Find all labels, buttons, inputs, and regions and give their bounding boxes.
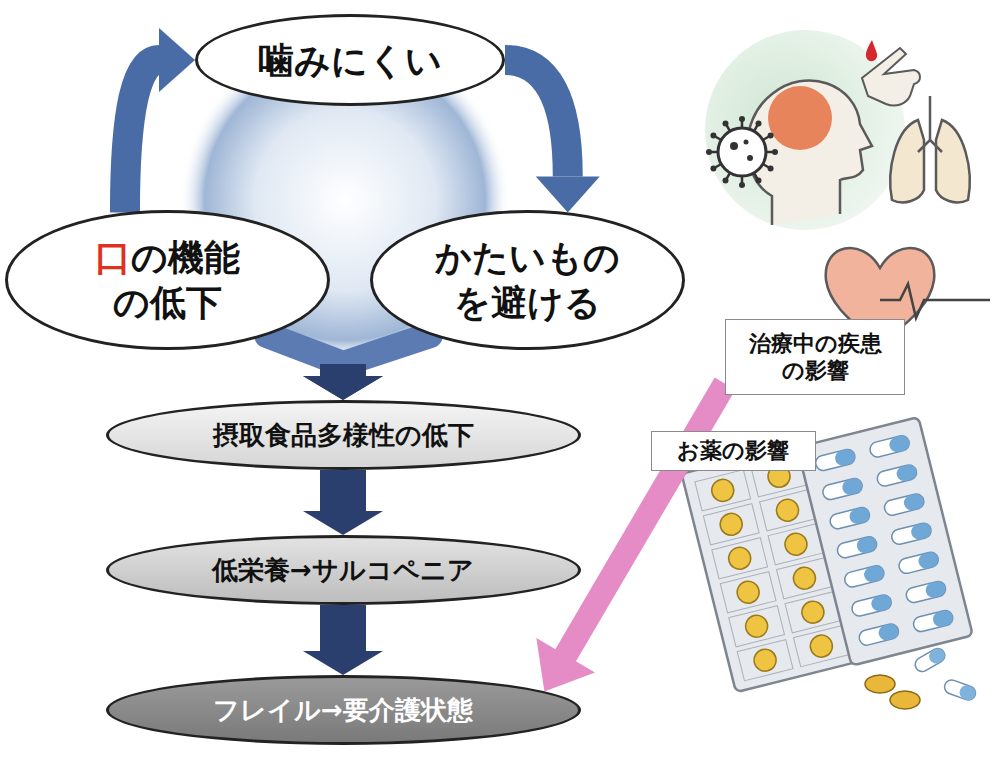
cycle-arrow xyxy=(505,60,600,212)
stage-ellipse: フレイル→要介護状態 xyxy=(106,675,581,745)
cycle-ellipse: 噛みにくい xyxy=(195,14,505,106)
loose-pills xyxy=(865,646,977,709)
cycle-arrow xyxy=(125,28,195,212)
cycle-ellipse: 口の機能 の低下 xyxy=(5,210,330,350)
node-text: 低栄養→サルコペニア xyxy=(212,554,474,587)
lungs-icon xyxy=(890,96,969,202)
stage-ellipse: 摂取食品多様性の低下 xyxy=(106,400,581,470)
virus-icon xyxy=(706,116,778,188)
blister-pack xyxy=(797,417,973,666)
node-text: 口の機能 の低下 xyxy=(95,235,240,325)
label-box: 治療中の疾患 の影響 xyxy=(725,319,905,395)
node-text: 治療中の疾患 の影響 xyxy=(749,330,882,385)
background-blob xyxy=(705,30,905,230)
node-text: お薬の影響 xyxy=(677,437,789,465)
flow-arrow xyxy=(303,470,383,535)
merge-arrow xyxy=(303,335,430,400)
cycle-ellipse: かたいもの を避ける xyxy=(370,210,685,350)
blood-drop xyxy=(866,40,877,61)
label-box: お薬の影響 xyxy=(651,431,816,471)
stage-ellipse: 低栄養→サルコペニア xyxy=(106,535,581,605)
flow-arrow xyxy=(303,605,383,675)
node-text: 摂取食品多様性の低下 xyxy=(213,419,474,452)
node-text: かたいもの を避ける xyxy=(435,235,620,325)
node-text: 噛みにくい xyxy=(258,38,442,83)
node-text: フレイル→要介護状態 xyxy=(213,694,473,727)
brain-spot xyxy=(768,86,832,150)
